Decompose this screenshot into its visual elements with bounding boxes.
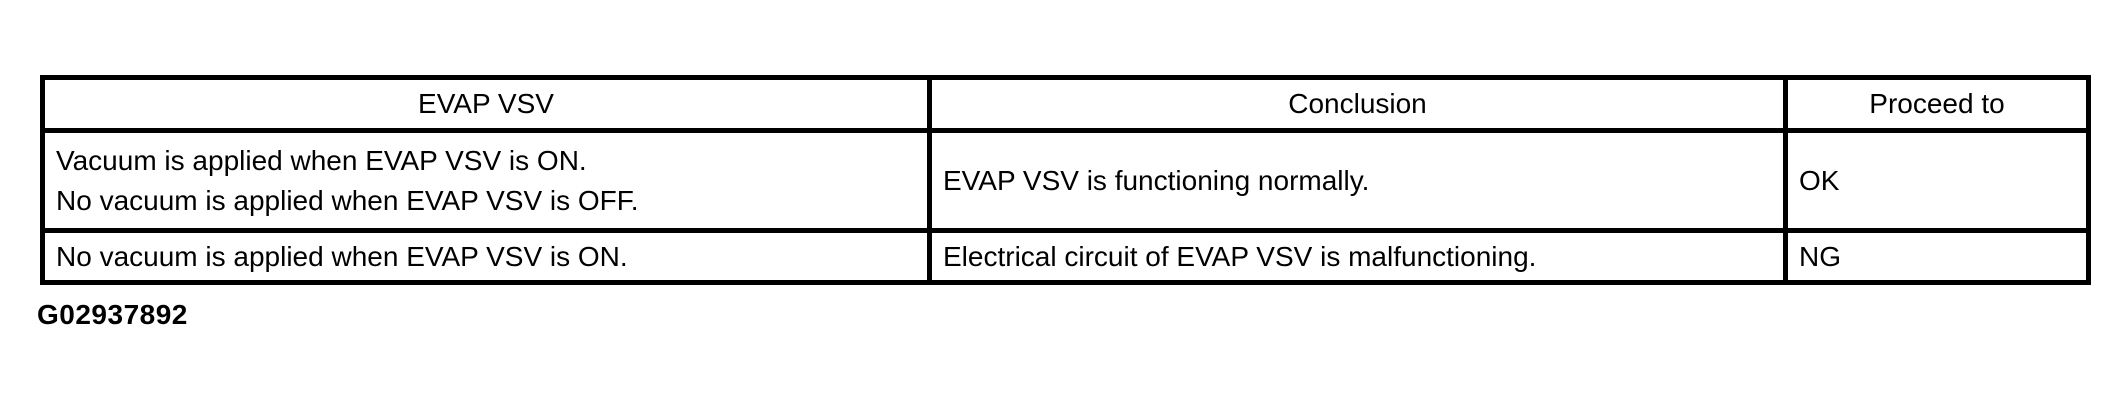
cell-conclusion: EVAP VSV is functioning normally. bbox=[927, 128, 1788, 233]
proceed-to-value: NG bbox=[1799, 240, 1841, 272]
header-cell-evap-vsv: EVAP VSV bbox=[40, 75, 932, 133]
table-row: No vacuum is applied when EVAP VSV is ON… bbox=[40, 228, 2091, 285]
condition-line-1: No vacuum is applied when EVAP VSV is ON… bbox=[56, 240, 628, 272]
evap-vsv-diagnostic-table: EVAP VSV Conclusion Proceed to Vacuum is… bbox=[40, 75, 2091, 285]
conclusion-text: Electrical circuit of EVAP VSV is malfun… bbox=[943, 240, 1537, 272]
cell-conclusion: Electrical circuit of EVAP VSV is malfun… bbox=[927, 228, 1788, 285]
header-cell-conclusion: Conclusion bbox=[927, 75, 1788, 133]
condition-line-1: Vacuum is applied when EVAP VSV is ON. bbox=[56, 144, 587, 176]
proceed-to-value: OK bbox=[1799, 164, 1840, 196]
header-cell-proceed-to: Proceed to bbox=[1783, 75, 2091, 133]
cell-evap-vsv-condition: Vacuum is applied when EVAP VSV is ON. N… bbox=[40, 128, 932, 233]
table-row: Vacuum is applied when EVAP VSV is ON. N… bbox=[40, 128, 2091, 233]
figure-code: G02937892 bbox=[37, 299, 188, 330]
conclusion-text: EVAP VSV is functioning normally. bbox=[943, 164, 1370, 196]
cell-proceed-to: OK bbox=[1783, 128, 2091, 233]
table-header-row: EVAP VSV Conclusion Proceed to bbox=[40, 75, 2091, 133]
cell-proceed-to: NG bbox=[1783, 228, 2091, 285]
condition-line-2: No vacuum is applied when EVAP VSV is OF… bbox=[56, 184, 639, 216]
cell-evap-vsv-condition: No vacuum is applied when EVAP VSV is ON… bbox=[40, 228, 932, 285]
